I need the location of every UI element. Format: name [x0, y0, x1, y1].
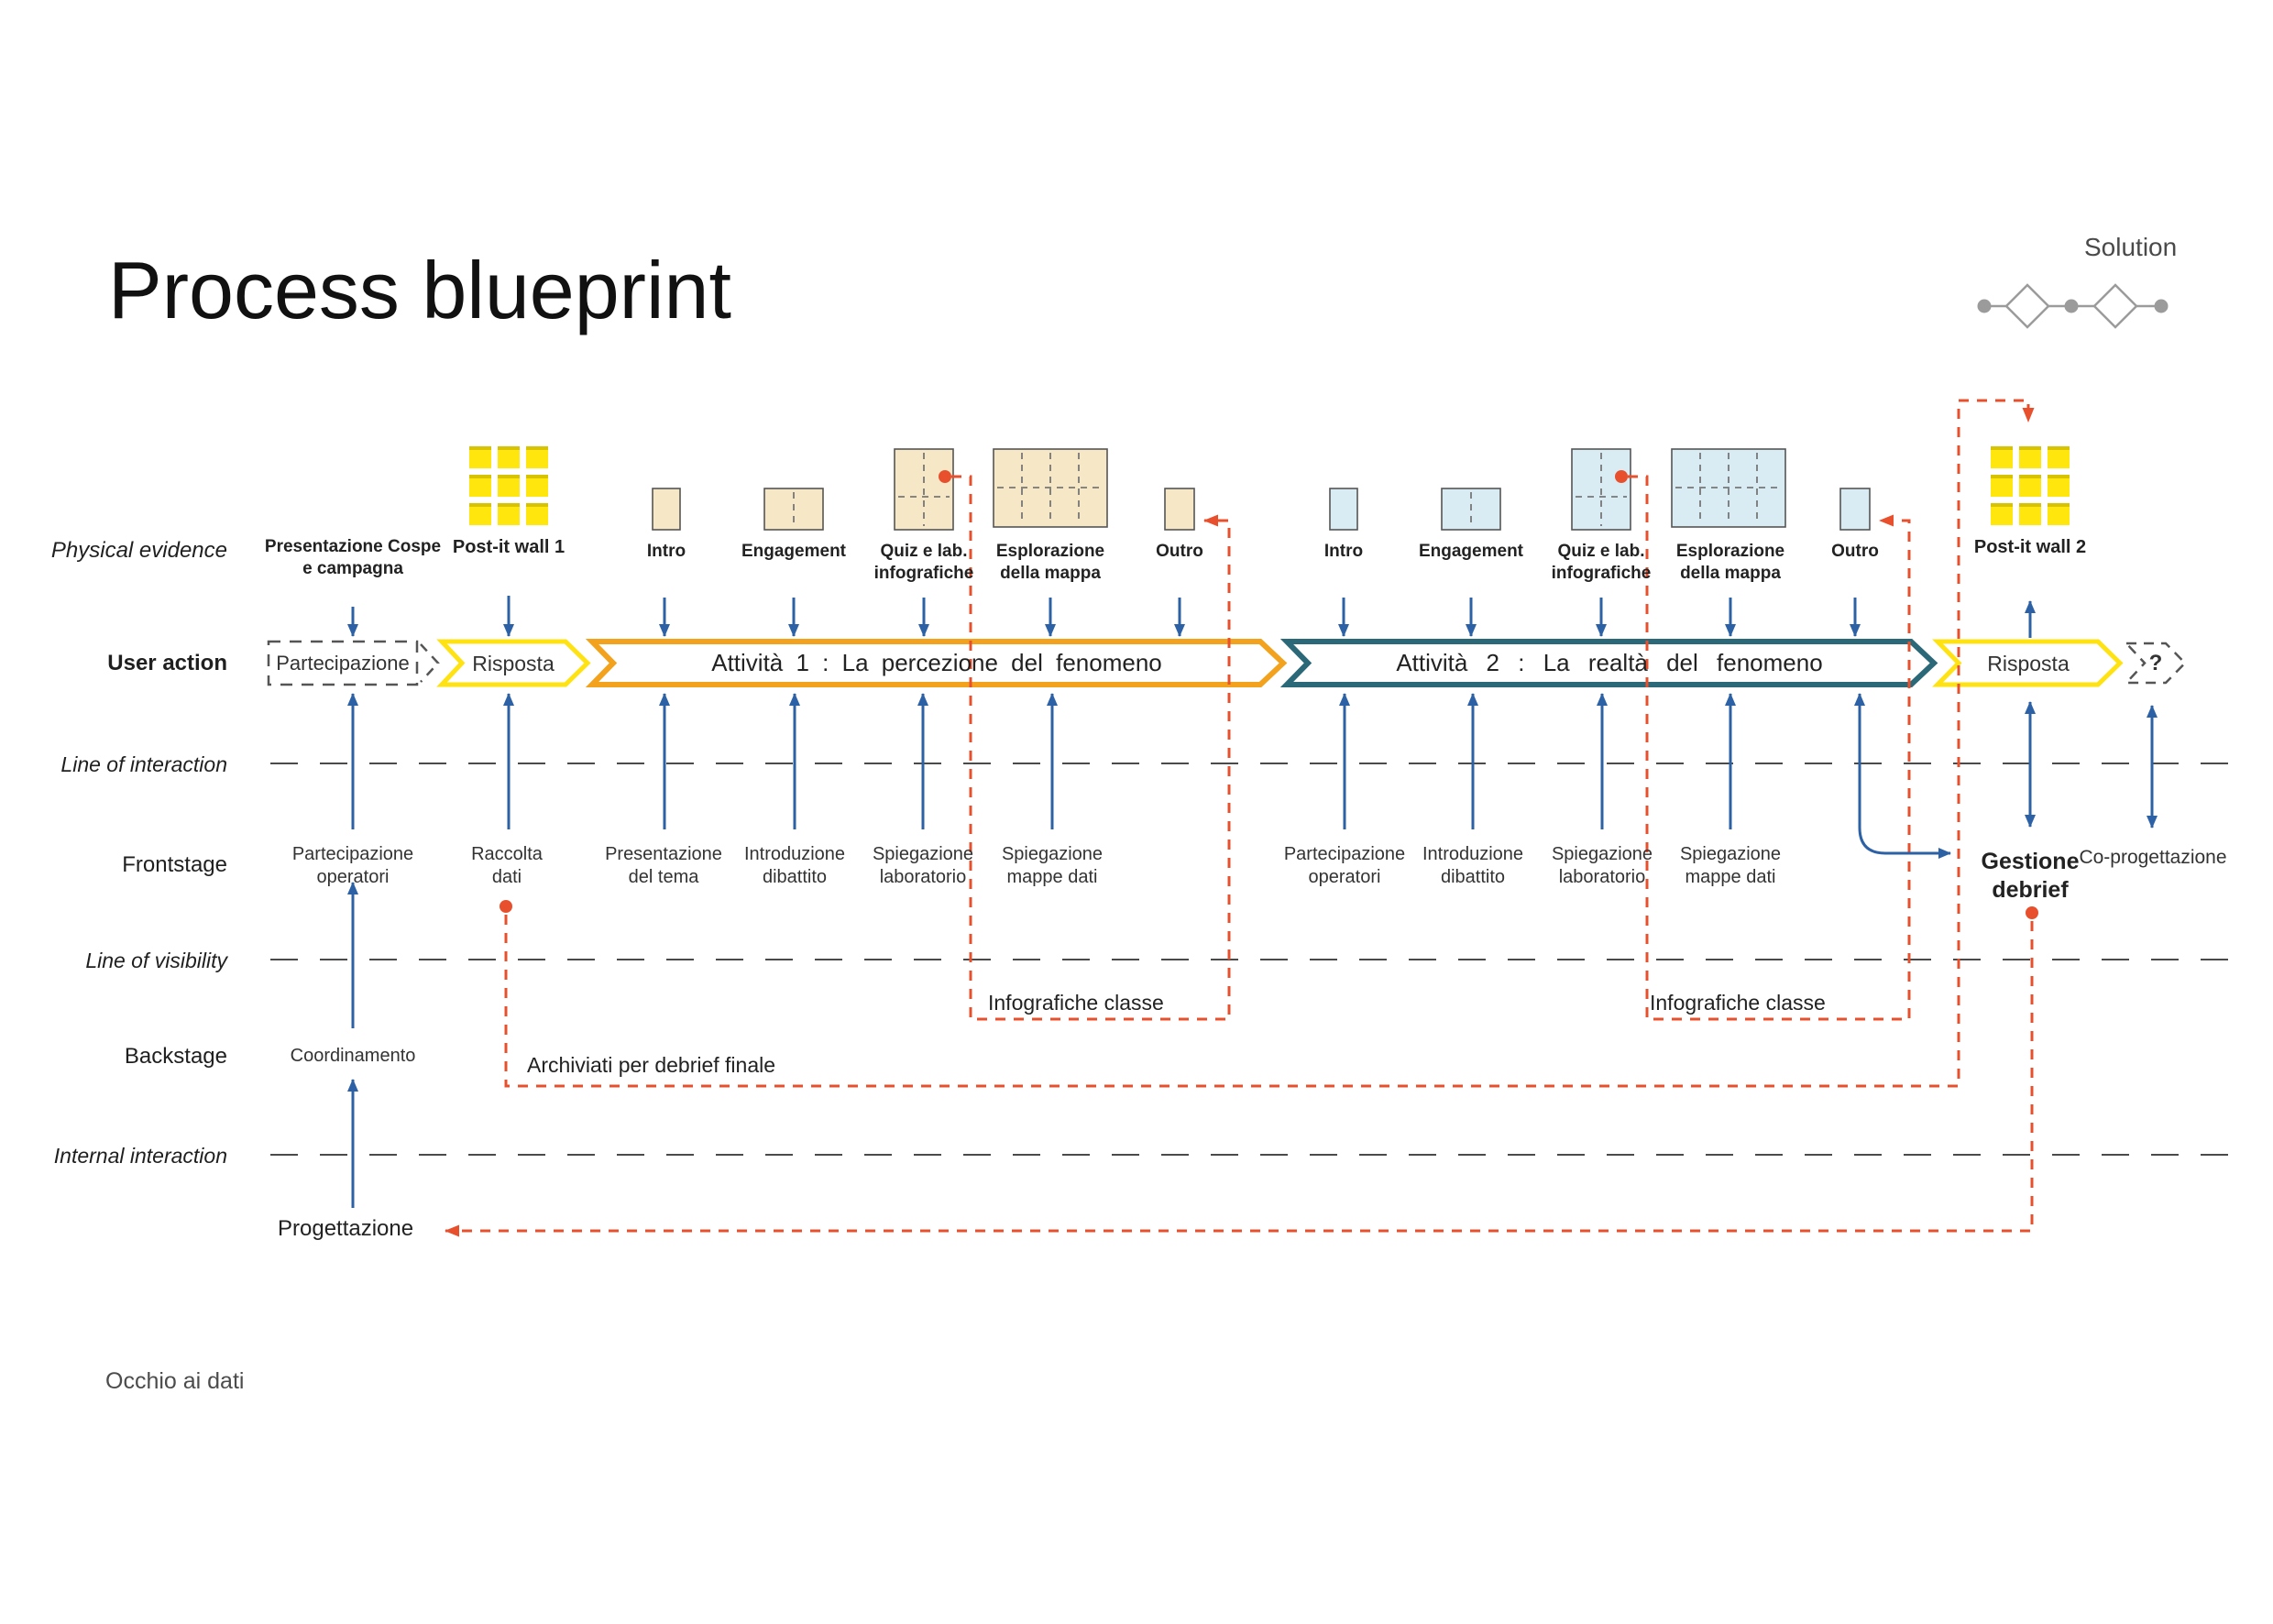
chevron-risposta-1 — [436, 639, 591, 687]
evidence-icons-activity-2 — [1329, 448, 1871, 531]
backstage-label-infografiche-1: Infografiche classe — [988, 991, 1164, 1015]
evidence-label-quiz-1: Quiz e lab. infografiche — [873, 542, 974, 583]
frontstage-label-introduzione-dibattito-1: Introduzione dibattito — [743, 844, 846, 887]
frontstage-label-gestione-debrief: Gestione debrief — [1981, 849, 2080, 904]
chevron-label-question: ? — [2148, 651, 2163, 675]
evidence-label-esplorazione-1: Esplorazione della mappa — [995, 542, 1105, 583]
lane-label-user-action: User action — [107, 651, 227, 675]
evidence-label-engagement-1: Engagement — [741, 542, 847, 561]
frontstage-label-introduzione-dibattito-2: Introduzione dibattito — [1422, 844, 1524, 887]
lane-label-frontstage: Frontstage — [122, 852, 227, 877]
frontstage-label-raccolta-dati: Raccolta dati — [471, 844, 543, 887]
lane-label-backstage: Backstage — [124, 1044, 227, 1069]
frontstage-label-spiegazione-mappe-2: Spiegazione mappe dati — [1679, 844, 1782, 887]
intro-2-icon — [1329, 488, 1358, 531]
infografiche-2-loop — [1628, 475, 1911, 1021]
evidence-label-esplorazione-2: Esplorazione della mappa — [1675, 542, 1785, 583]
chevron-label-attivita-2: Attività 2 : La realtà del fenomeno — [1396, 649, 1823, 676]
solution-icon — [1977, 283, 2169, 329]
frontstage-label-spiegazione-laboratorio-2: Spiegazione laboratorio — [1551, 844, 1653, 887]
outro-2-icon — [1839, 488, 1871, 531]
evidence-label-intro-1: Intro — [646, 542, 686, 561]
intro-1-icon — [652, 488, 681, 531]
chevron-risposta-2 — [1932, 639, 2124, 687]
chevron-partecipazione — [267, 640, 419, 686]
evidence-label-outro-1: Outro — [1156, 542, 1203, 561]
footer-note: Occhio ai dati — [105, 1368, 245, 1394]
evidence-label-engagement-2: Engagement — [1418, 542, 1524, 561]
backstage-label-infografiche-2: Infografiche classe — [1650, 991, 1826, 1015]
outro-1-icon — [1164, 488, 1195, 531]
evidence-icon-folds-1 — [793, 453, 1104, 526]
chevron-label-risposta-1: Risposta — [472, 652, 555, 675]
gestione-debrief-red-dot — [2026, 906, 2038, 919]
evidence-icon-folds-2 — [1470, 453, 1782, 526]
red-feedback-paths — [445, 399, 2035, 1237]
frontstage-label-co-progettazione: Co-progettazione — [2079, 847, 2227, 868]
solution-label: Solution — [2084, 233, 2178, 261]
chevron-label-risposta-2: Risposta — [1987, 652, 2070, 675]
lane-label-internal-interaction: Internal interaction — [53, 1144, 227, 1168]
frontstage-label-partecipazione-operatori-2: Partecipazione operatori — [1283, 844, 1406, 887]
infografiche-1-loop — [951, 475, 1231, 1021]
chevron-label-attivita-1: Attività 1 : La percezione del fenomeno — [711, 649, 1162, 676]
archiviati-loop — [504, 399, 2035, 1088]
backstage-label-coordinamento: Coordinamento — [290, 1046, 416, 1066]
quiz-2-red-dot — [1615, 470, 1628, 483]
lane-label-line-of-visibility: Line of visibility — [85, 949, 227, 972]
chevron-question — [2124, 642, 2187, 685]
frontstage-label-presentazione-tema: Presentazione del tema — [605, 844, 722, 887]
evidence-label-intro-2: Intro — [1323, 542, 1364, 561]
lane-label-physical-evidence: Physical evidence — [50, 538, 227, 563]
chevron-attivita-1 — [585, 639, 1288, 687]
evidence-label-postit-wall-1: Post-it wall 1 — [452, 537, 566, 557]
chevron-attivita-2 — [1279, 639, 1938, 687]
internal-label-progettazione: Progettazione — [278, 1216, 414, 1241]
frontstage-label-spiegazione-mappe-1: Spiegazione mappe dati — [1001, 844, 1104, 887]
evidence-label-outro-2: Outro — [1831, 542, 1879, 561]
page-title: Process blueprint — [108, 245, 731, 335]
frontstage-label-partecipazione-operatori-1: Partecipazione operatori — [291, 844, 414, 887]
evidence-label-postit-wall-2: Post-it wall 2 — [1973, 537, 2087, 557]
quiz-1-red-dot — [939, 470, 951, 483]
backstage-label-archiviati: Archiviati per debrief finale — [527, 1053, 776, 1077]
chevron-label-partecipazione: Partecipazione — [276, 652, 410, 675]
postit-wall-2-icon — [1991, 446, 2070, 525]
evidence-label-quiz-2: Quiz e lab. infografiche — [1551, 542, 1652, 583]
chevron-partecipazione-tip — [420, 643, 440, 683]
frontstage-label-spiegazione-laboratorio-1: Spiegazione laboratorio — [872, 844, 974, 887]
evidence-label-presentazione: Presentazione Cospe e campagna — [264, 537, 442, 578]
blue-arrows — [347, 596, 2158, 1208]
postit-wall-1-icon — [469, 446, 548, 525]
red-dots — [500, 470, 2038, 919]
lane-label-line-of-interaction: Line of interaction — [60, 752, 227, 776]
arrow-attivita2-to-gestione — [1854, 693, 1951, 859]
raccolta-dati-red-dot — [500, 900, 512, 913]
